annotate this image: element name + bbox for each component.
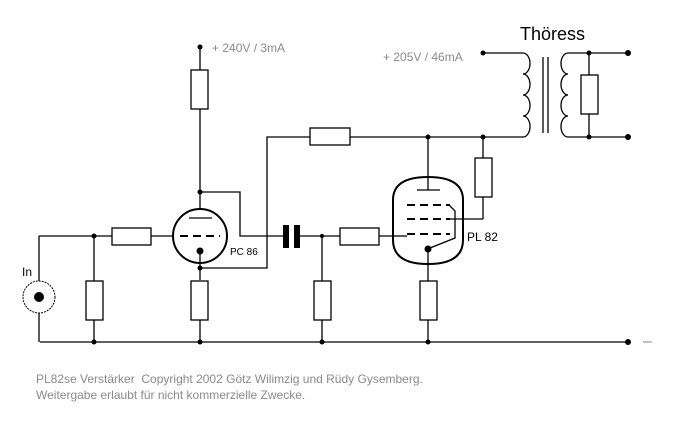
anode-resistor-1 [190, 69, 209, 110]
input-resistor [85, 280, 104, 321]
coupling-capacitor [283, 225, 300, 248]
input-label: In [22, 265, 32, 279]
tube-2-label: PL 82 [467, 230, 498, 244]
grid-leak-resistor-2 [313, 280, 332, 321]
tube-pl82 [392, 175, 464, 266]
ground-terminal[interactable] [625, 339, 631, 345]
wire [200, 136, 310, 269]
transformer-title: Thöress [520, 24, 585, 44]
license-line: Weitergabe erlaubt für nicht kommerziell… [36, 388, 306, 402]
junction [91, 233, 97, 239]
feedback-resistor [309, 127, 351, 146]
supply-preamp-label: + 240V / 3mA [212, 41, 285, 55]
copyright-line: PL82se Verstärker Copyright 2002 Götz Wi… [36, 372, 423, 386]
supply-terminal-1 [197, 44, 203, 50]
footer: PL82se Verstärker Copyright 2002 Götz Wi… [36, 371, 423, 403]
supply-output-label: + 205V / 46mA [383, 50, 463, 64]
output-transformer [522, 52, 569, 138]
tube-1-label: PC 86 [230, 247, 258, 258]
wire [200, 191, 283, 237]
load-resistor [580, 74, 599, 115]
junction [586, 50, 592, 56]
junction [91, 339, 97, 345]
grid-stopper-resistor-1 [111, 227, 152, 246]
grid-stopper-resistor-2 [339, 227, 380, 246]
cathode-resistor-1 [190, 280, 209, 321]
screen-resistor [474, 157, 493, 198]
cathode-resistor-2 [419, 280, 438, 321]
junction [586, 134, 592, 140]
junction [319, 339, 325, 345]
output-terminal-plus[interactable] [625, 50, 631, 56]
input-jack[interactable] [22, 280, 56, 314]
junction [425, 339, 431, 345]
output-terminal-minus[interactable] [625, 134, 631, 140]
junction [197, 339, 203, 345]
ground-symbol: – [643, 333, 652, 350]
